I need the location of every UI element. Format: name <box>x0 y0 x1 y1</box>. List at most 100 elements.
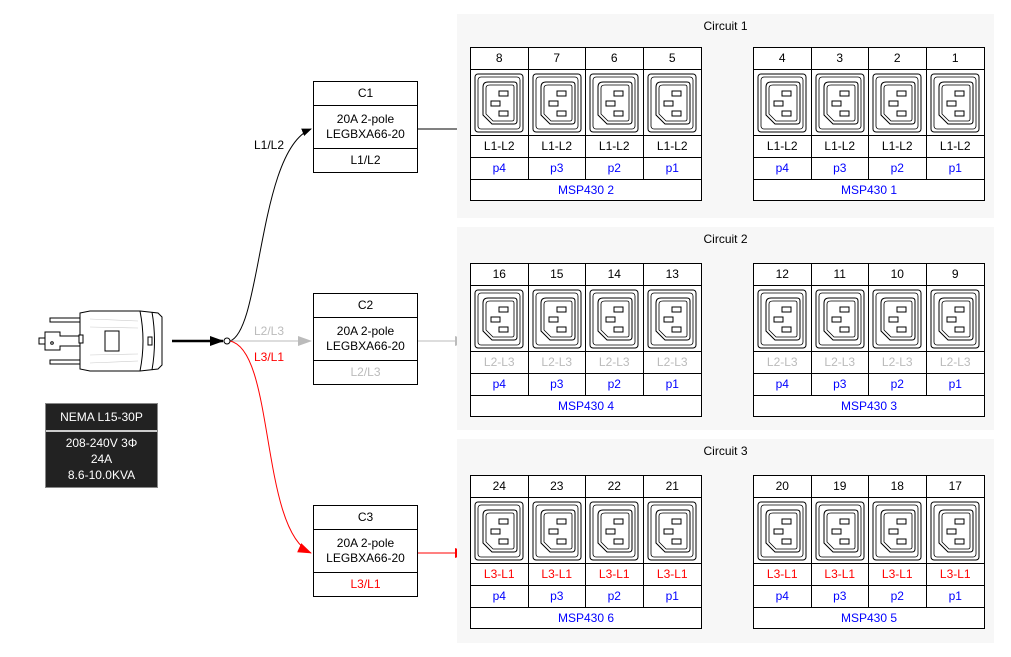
outlet-socket[interactable] <box>754 70 812 136</box>
outlet-socket[interactable] <box>926 70 984 136</box>
outlet-number: 13 <box>643 264 701 286</box>
outlet-port: p1 <box>643 374 701 396</box>
outlet-port: p2 <box>586 586 644 608</box>
outlet-number: 7 <box>528 48 586 70</box>
outlet-phase: L1-L2 <box>754 136 812 158</box>
iec-c13-outlet-icon <box>589 289 639 348</box>
iec-c13-outlet-icon <box>872 501 922 560</box>
outlet-phase: L2-L3 <box>586 352 644 374</box>
plug-power: 8.6-10.0KVA <box>67 468 136 482</box>
iec-c13-outlet-icon <box>872 289 922 348</box>
iec-c13-outlet-icon <box>815 289 865 348</box>
outlet-number: 5 <box>643 48 701 70</box>
iec-c13-outlet-icon <box>872 73 922 132</box>
breaker-model: LEGBXA66-20 <box>326 339 405 353</box>
outlet-number: 22 <box>586 476 644 498</box>
pdu-name: MSP430 6 <box>557 611 615 625</box>
outlet-socket[interactable] <box>643 498 701 564</box>
outlet-phase: L1-L2 <box>643 136 701 158</box>
outlet-phase: L2-L3 <box>811 352 869 374</box>
outlet-socket[interactable] <box>811 70 869 136</box>
outlet-port: p1 <box>643 586 701 608</box>
outlet-phase: L3-L1 <box>471 564 529 586</box>
iec-c13-outlet-icon <box>474 73 524 132</box>
outlet-phase: L1-L2 <box>528 136 586 158</box>
outlet-number: 16 <box>471 264 529 286</box>
iec-c13-outlet-icon <box>815 501 865 560</box>
outlet-port: p1 <box>926 158 984 180</box>
iec-c13-outlet-icon <box>647 289 697 348</box>
outlet-number: 9 <box>926 264 984 286</box>
outlet-number: 18 <box>869 476 927 498</box>
breaker-id: C3 <box>314 506 417 530</box>
wire-label-l2l3: L2/L3 <box>254 324 285 338</box>
outlet-socket[interactable] <box>754 498 812 564</box>
outlet-socket[interactable] <box>811 286 869 352</box>
outlet-phase: L1-L2 <box>586 136 644 158</box>
outlet-phase: L2-L3 <box>643 352 701 374</box>
outlet-phase: L2-L3 <box>471 352 529 374</box>
outlet-phase: L3-L1 <box>528 564 586 586</box>
outlet-phase: L1-L2 <box>471 136 529 158</box>
outlet-phase: L2-L3 <box>528 352 586 374</box>
pdu-name: MSP430 1 <box>840 183 898 197</box>
outlet-port: p3 <box>528 374 586 396</box>
outlet-socket[interactable] <box>586 286 644 352</box>
breaker-phase: L2/L3 <box>350 365 381 379</box>
outlet-socket[interactable] <box>471 498 529 564</box>
pdu-name: MSP430 3 <box>840 399 898 413</box>
outlet-port: p1 <box>643 158 701 180</box>
outlet-socket[interactable] <box>528 70 586 136</box>
outlet-port: p3 <box>811 158 869 180</box>
outlet-socket[interactable] <box>471 70 529 136</box>
iec-c13-outlet-icon <box>930 289 980 348</box>
outlet-socket[interactable] <box>926 498 984 564</box>
outlet-socket[interactable] <box>754 286 812 352</box>
breaker-id: C2 <box>314 294 417 318</box>
outlet-number: 14 <box>586 264 644 286</box>
outlet-port: p4 <box>471 158 529 180</box>
outlet-phase: L3-L1 <box>869 564 927 586</box>
outlet-number: 8 <box>471 48 529 70</box>
outlet-port: p2 <box>869 158 927 180</box>
outlet-socket[interactable] <box>528 498 586 564</box>
outlet-socket[interactable] <box>586 498 644 564</box>
outlet-number: 20 <box>754 476 812 498</box>
outlet-socket[interactable] <box>643 286 701 352</box>
outlet-phase: L3-L1 <box>754 564 812 586</box>
outlet-socket[interactable] <box>869 498 927 564</box>
outlet-socket[interactable] <box>926 286 984 352</box>
outlet-number: 4 <box>754 48 812 70</box>
outlet-phase: L3-L1 <box>643 564 701 586</box>
outlet-socket[interactable] <box>869 70 927 136</box>
outlet-phase: L2-L3 <box>754 352 812 374</box>
circuit-title: Circuit 1 <box>703 19 748 33</box>
outlet-socket[interactable] <box>643 70 701 136</box>
outlet-socket[interactable] <box>471 286 529 352</box>
outlet-port: p4 <box>754 374 812 396</box>
iec-c13-outlet-icon <box>532 289 582 348</box>
outlet-socket[interactable] <box>586 70 644 136</box>
outlet-socket[interactable] <box>811 498 869 564</box>
breaker-model: LEGBXA66-20 <box>326 127 405 141</box>
iec-c13-outlet-icon <box>930 73 980 132</box>
outlet-socket[interactable] <box>528 286 586 352</box>
iec-c13-outlet-icon <box>474 501 524 560</box>
wire-label-l1l2: L1/L2 <box>254 138 285 152</box>
outlet-number: 6 <box>586 48 644 70</box>
iec-c13-outlet-icon <box>647 73 697 132</box>
wire-label-l3l1: L3/L1 <box>254 350 285 364</box>
iec-c13-outlet-icon <box>757 289 807 348</box>
outlet-socket[interactable] <box>869 286 927 352</box>
breaker-rating: 20A 2-pole <box>336 324 395 338</box>
iec-c13-outlet-icon <box>930 501 980 560</box>
